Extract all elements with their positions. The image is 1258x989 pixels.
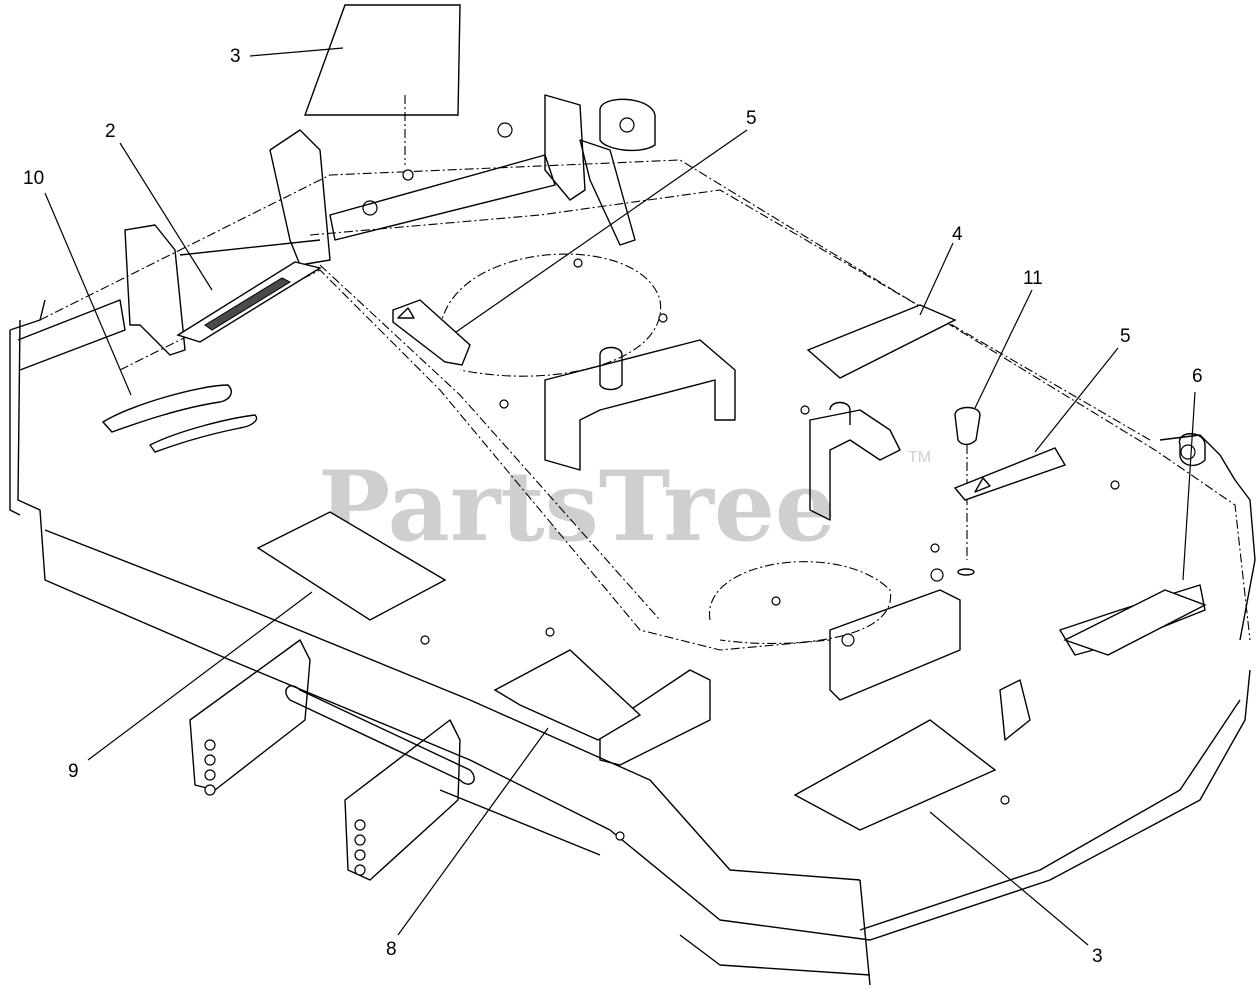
watermark-text: PartsTree <box>318 450 836 563</box>
decals <box>101 4 1207 831</box>
decal-10 <box>101 384 232 433</box>
callout-4: 4 <box>952 224 963 245</box>
callout-10: 10 <box>23 168 44 189</box>
watermark-trademark: TM <box>908 449 931 466</box>
decal-8 <box>493 649 642 741</box>
decal-6 <box>1063 589 1207 656</box>
decal-3-top <box>304 4 461 116</box>
decal-5-right <box>953 447 1067 501</box>
callout-5-right: 5 <box>1120 326 1131 347</box>
callout-6: 6 <box>1192 366 1203 387</box>
grease-fitting-11 <box>954 406 981 446</box>
callout-3-top: 3 <box>230 46 241 67</box>
callout-3-bottom: 3 <box>1092 946 1103 967</box>
callout-labels: 3 2 10 5 4 11 5 6 9 8 3 <box>23 46 1203 967</box>
leader-lines <box>44 47 1196 946</box>
callout-11: 11 <box>1023 268 1043 289</box>
decal-4 <box>806 304 957 379</box>
callout-8: 8 <box>386 939 397 960</box>
decal-3-bottom <box>793 719 997 831</box>
callout-5-mid: 5 <box>746 108 757 129</box>
callout-9: 9 <box>68 761 79 782</box>
decal-9 <box>256 511 447 621</box>
callout-2: 2 <box>105 121 116 142</box>
